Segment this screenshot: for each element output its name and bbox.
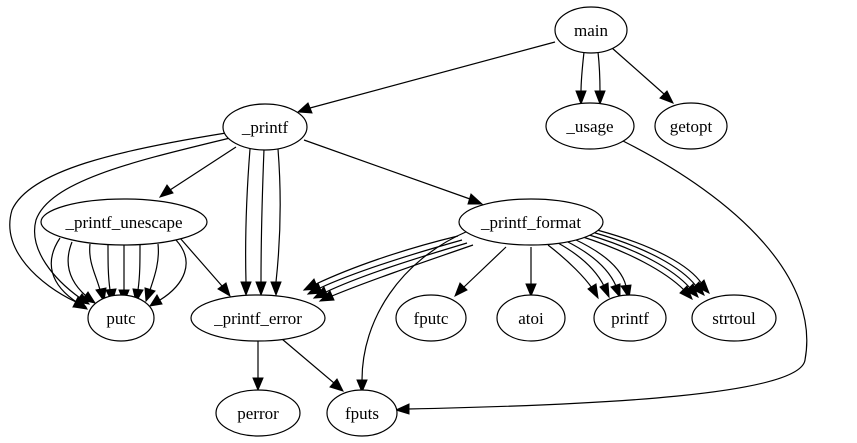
edge-printf-error-3 (270, 148, 282, 297)
edge-format-atoi (525, 247, 537, 298)
edge-main-printf (296, 41, 556, 114)
node-fputs-label: fputs (345, 404, 379, 423)
edges (9, 41, 808, 415)
edge-format-error-2 (306, 239, 463, 295)
node-atoi[interactable]: atoi (496, 294, 566, 342)
node-perror[interactable]: perror (215, 389, 301, 437)
node-printf-label: printf (611, 309, 649, 328)
node-usage-label: _usage (565, 117, 613, 136)
edge-printf-unescape (158, 146, 237, 198)
edge-unescape-putc-7 (144, 243, 159, 303)
edge-printf-error-1 (240, 148, 252, 297)
node-getopt[interactable]: getopt (654, 102, 728, 150)
edge-format-error-4 (318, 244, 474, 302)
node-printf-error-label: _printf_error (213, 309, 302, 328)
edge-unescape-putc-4 (105, 244, 117, 304)
edge-unescape-putc-1 (50, 237, 89, 310)
edge-unescape-putc-6 (132, 244, 144, 304)
edge-format-fputs (356, 230, 469, 394)
node-printf-fn[interactable]: _printf (222, 103, 308, 151)
edge-unescape-putc-5 (118, 245, 130, 304)
edge-printf-format (303, 139, 484, 205)
node-strtoul[interactable]: strtoul (691, 294, 777, 342)
edge-format-printf-3 (565, 240, 621, 299)
node-fputc[interactable]: fputc (395, 294, 467, 342)
node-fputs[interactable]: fputs (326, 389, 398, 437)
edge-format-printf-2 (557, 242, 610, 299)
node-atoi-label: atoi (518, 309, 544, 328)
edge-unescape-error (179, 237, 231, 298)
edge-format-printf-1 (547, 244, 599, 300)
node-printf-fn-label: _printf (241, 118, 289, 137)
node-printf-format[interactable]: _printf_format (458, 198, 604, 246)
edge-format-error-3 (312, 242, 468, 299)
edge-unescape-putc-3 (89, 243, 107, 303)
edge-format-error-1 (302, 235, 459, 291)
edge-unescape-putc-2 (67, 241, 97, 304)
edge-main-usage-2 (594, 51, 606, 106)
edge-main-usage-1 (575, 51, 587, 106)
node-main-label: main (574, 21, 608, 40)
nodes: main _printf _usage getopt _printf_unesc… (40, 6, 777, 437)
node-strtoul-label: strtoul (712, 309, 756, 328)
node-fputc-label: fputc (414, 309, 449, 328)
edge-format-strtoul-4 (596, 229, 710, 295)
edge-error-fputs (281, 338, 344, 392)
node-usage[interactable]: _usage (545, 102, 635, 150)
edge-main-getopt (611, 47, 675, 104)
edge-error-perror (252, 341, 264, 392)
node-printf-unescape-label: _printf_unescape (64, 213, 182, 232)
node-putc[interactable]: putc (87, 294, 155, 342)
node-putc-label: putc (106, 309, 136, 328)
node-printf-format-label: _printf_format (480, 213, 581, 232)
node-perror-label: perror (237, 404, 279, 423)
edge-unescape-putc-8 (148, 239, 187, 307)
node-printf-unescape[interactable]: _printf_unescape (40, 198, 208, 246)
node-getopt-label: getopt (670, 117, 713, 136)
edge-usage-fputs (394, 140, 808, 415)
edge-format-fputc (454, 246, 507, 298)
edge-printf-error-2 (255, 148, 267, 297)
node-main[interactable]: main (554, 6, 628, 54)
node-printf[interactable]: printf (593, 294, 667, 342)
node-printf-error[interactable]: _printf_error (190, 294, 326, 342)
